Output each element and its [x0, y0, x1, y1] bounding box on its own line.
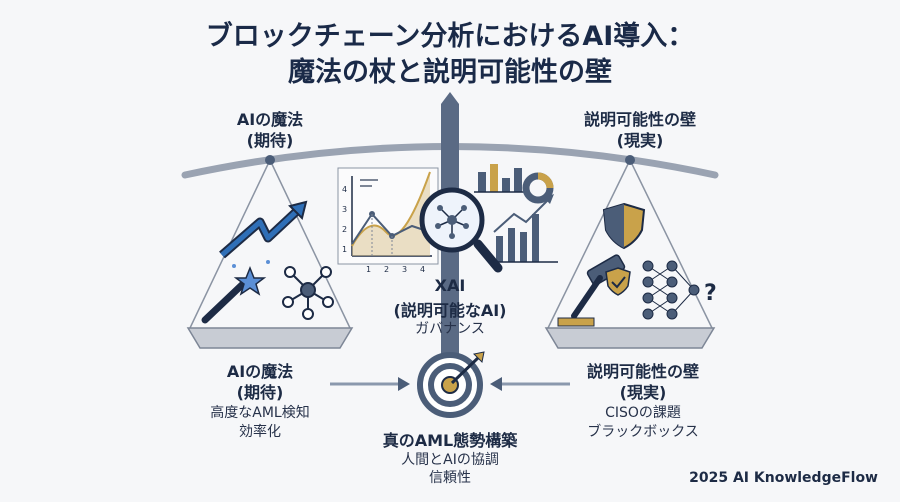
- right-bottom-line-1: CISOの課題: [605, 405, 681, 421]
- left-bottom-line-2: 効率化: [239, 424, 281, 440]
- left-pan-title: AIの魔法: [236, 110, 304, 129]
- left-hook: [265, 155, 275, 165]
- target-icon: [417, 351, 485, 418]
- right-bottom-subtitle: (現実): [619, 383, 667, 402]
- x-tick-4: 4: [420, 265, 425, 274]
- x-tick-3: 3: [402, 265, 407, 274]
- y-tick-4: 4: [342, 185, 347, 194]
- left-bottom-line-1: 高度なAML検知: [210, 405, 310, 421]
- magnifying-glass-icon: [419, 187, 503, 273]
- xai-subtitle: (説明可能なAI): [393, 301, 507, 320]
- y-tick-2: 2: [342, 225, 347, 234]
- right-string-b: [629, 159, 713, 329]
- x-tick-1: 1: [366, 265, 371, 274]
- xai-title: XAI: [434, 276, 466, 295]
- right-string-a: [547, 159, 631, 329]
- arrow-left-to-target: [330, 377, 410, 391]
- right-bottom-title: 説明可能性の壁: [586, 362, 699, 381]
- target-title: 真のAML態勢構築: [382, 431, 518, 450]
- right-bottom-line-2: ブラックボックス: [587, 424, 699, 440]
- trend-arrow-icon: [219, 200, 308, 259]
- title-line-2: 魔法の杖と説明可能性の壁: [288, 57, 612, 88]
- footer-credit: 2025 AI KnowledgeFlow: [689, 470, 878, 486]
- right-pan: [544, 327, 716, 349]
- x-tick-2: 2: [384, 265, 389, 274]
- scale-pillar-top: [441, 92, 459, 104]
- y-tick-3: 3: [342, 205, 347, 214]
- check-shield-icon: [605, 267, 631, 296]
- left-string-b: [269, 159, 351, 329]
- right-pan-subtitle: (現実): [616, 131, 664, 150]
- right-pan-title: 説明可能性の壁: [583, 110, 696, 129]
- growth-bars-icon: [490, 194, 558, 263]
- target-line-1: 人間とAIの協調: [401, 452, 499, 468]
- shield-icon: [602, 202, 646, 250]
- target-line-2: 信頼性: [429, 470, 471, 486]
- magic-wand-icon: [201, 260, 270, 324]
- left-pan: [186, 327, 354, 349]
- neural-network-icon: [642, 260, 700, 320]
- xai-caption: ガバナンス: [415, 321, 485, 337]
- question-mark: ?: [704, 281, 717, 306]
- left-pan-subtitle: (期待): [246, 131, 294, 150]
- arrow-right-to-target: [490, 377, 570, 391]
- y-tick-1: 1: [342, 245, 347, 254]
- pie-chart-icon: [522, 172, 554, 204]
- left-bottom-title: AIの魔法: [226, 362, 294, 381]
- bar-chart-icon: [474, 164, 528, 193]
- right-hook: [625, 155, 635, 165]
- left-bottom-subtitle: (期待): [236, 383, 284, 402]
- network-icon: [282, 266, 334, 320]
- title-line-1: ブロックチェーン分析におけるAI導入：: [205, 21, 695, 52]
